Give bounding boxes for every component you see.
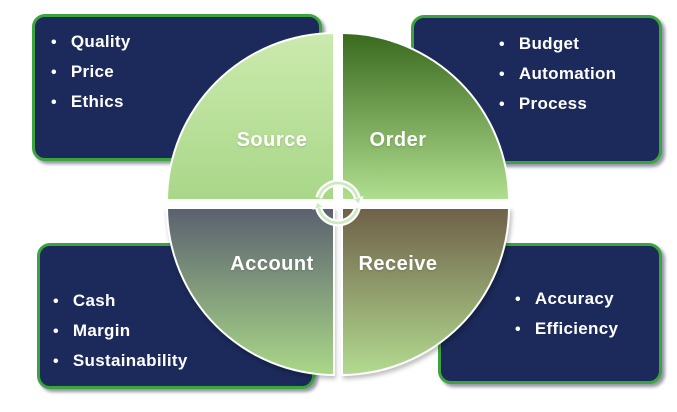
bullet-dot: • xyxy=(51,64,57,81)
list-item: • Budget xyxy=(499,29,659,59)
cycle-arrows-icon xyxy=(312,179,364,227)
bullet-dot: • xyxy=(499,66,505,83)
cycle-wheel: Source Order Account Receive xyxy=(166,32,510,376)
bullet-dot: • xyxy=(53,323,59,340)
list-item-label: Efficiency xyxy=(534,318,619,338)
list-item: • Ethics xyxy=(51,87,319,117)
list-item-label: Ethics xyxy=(70,92,124,111)
list-item-label: Process xyxy=(518,94,588,113)
list-item: • Sustainability xyxy=(53,346,312,376)
quadrant-label-source: Source xyxy=(236,129,308,151)
list-item: • Accuracy xyxy=(515,284,659,314)
list-item-label: Automation xyxy=(518,64,617,83)
bullet-dot: • xyxy=(53,353,59,370)
list-item-label: Price xyxy=(70,62,114,81)
bullet-dot: • xyxy=(51,94,57,111)
list-item-label: Sustainability xyxy=(72,351,188,370)
list-item: • Quality xyxy=(51,27,319,57)
list-item-label: Quality xyxy=(70,32,131,51)
list-item-label: Budget xyxy=(518,34,580,53)
list-item: • Price xyxy=(51,57,319,87)
bullet-dot: • xyxy=(499,36,505,53)
list-item: • Process xyxy=(499,89,659,119)
bullet-dot: • xyxy=(499,96,505,113)
list-item: • Margin xyxy=(53,316,312,346)
list-item-label: Margin xyxy=(72,321,131,340)
list-item-label: Cash xyxy=(72,291,116,310)
list-item: • Efficiency xyxy=(515,314,659,344)
quadrant-label-receive: Receive xyxy=(358,253,438,275)
bullet-dot: • xyxy=(53,293,59,310)
list-item: • Cash xyxy=(53,286,312,316)
bullet-dot: • xyxy=(515,320,521,338)
list-item-label: Accuracy xyxy=(534,288,614,308)
quadrant-label-order: Order xyxy=(369,129,427,151)
bullet-dot: • xyxy=(515,290,521,308)
quadrant-label-account: Account xyxy=(230,253,314,275)
list-item: • Automation xyxy=(499,59,659,89)
bullet-dot: • xyxy=(51,34,57,51)
